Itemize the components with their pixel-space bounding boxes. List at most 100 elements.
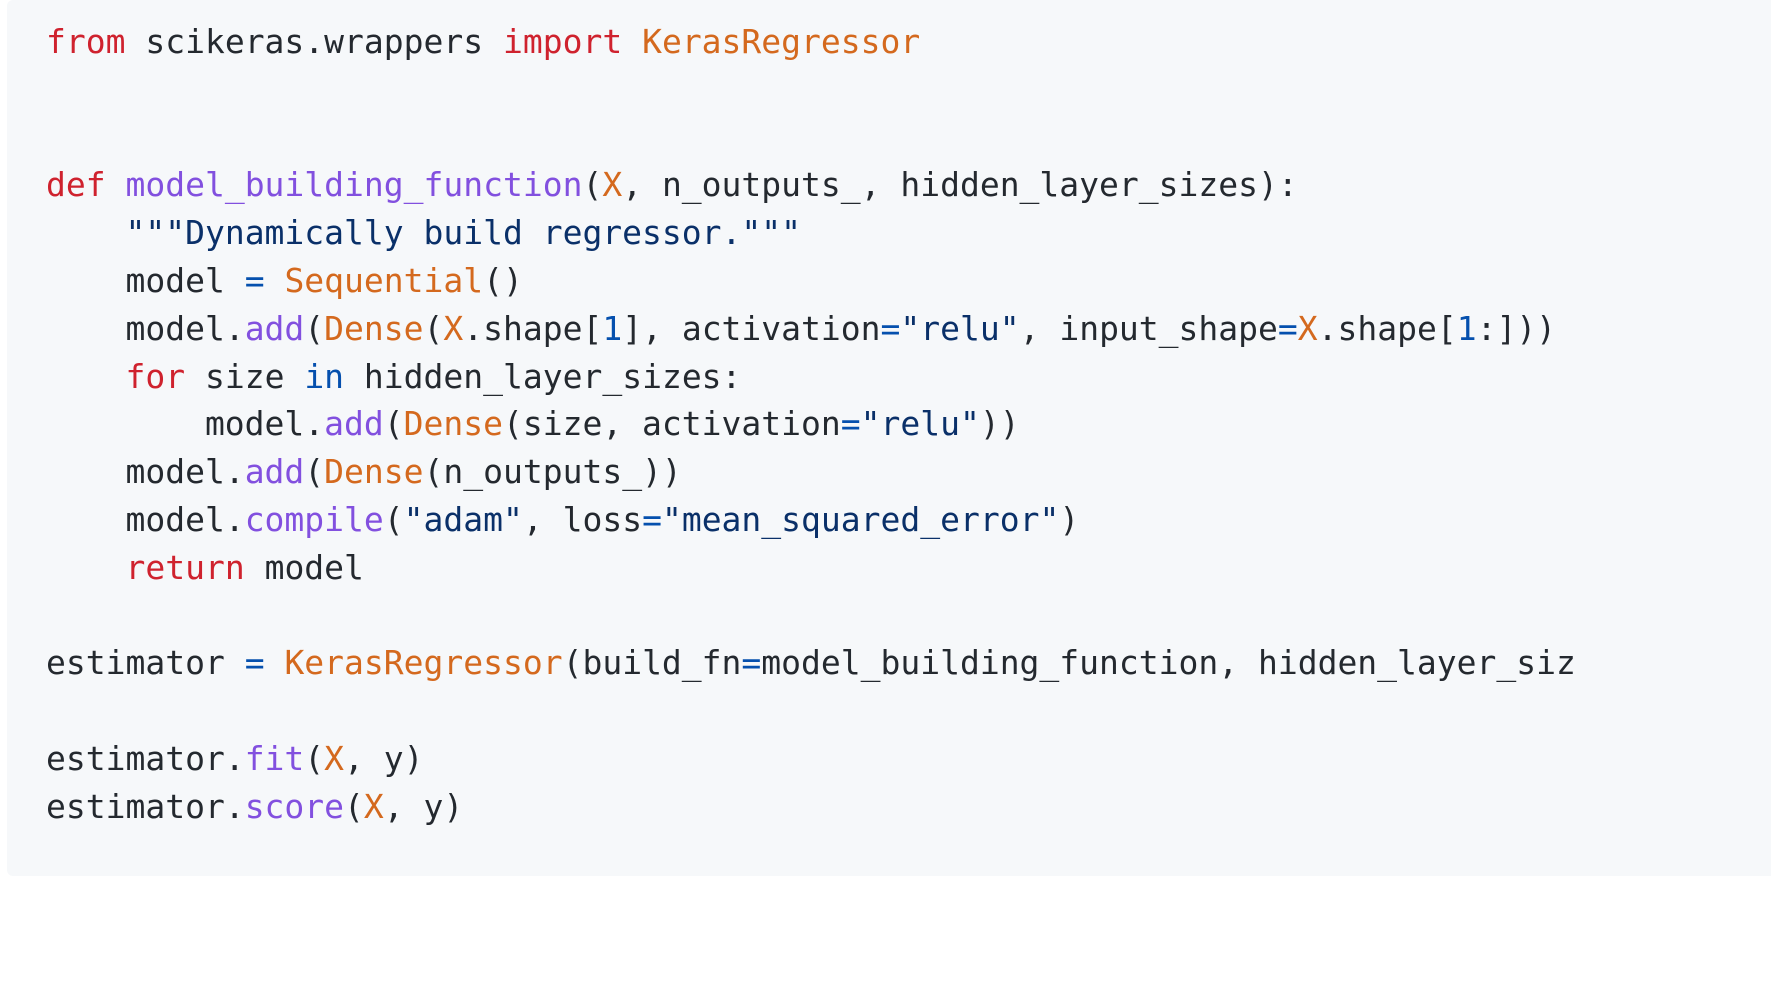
code-token: :])) [1476,308,1557,348]
code-token: = [880,308,901,348]
code-token: "relu" [900,308,1020,348]
code-line [46,114,1576,162]
code-token: = [1277,308,1298,348]
code-token: ( [383,499,404,539]
code-token: model [46,260,245,300]
code-token: ( [582,165,603,205]
code-token: = [244,643,265,683]
code-token: add [324,404,384,444]
code-token: (size, activation [502,404,841,444]
code-line: model = Sequential() [46,257,1576,305]
code-token: ( [423,308,444,348]
code-token: add [244,452,305,492]
code-line: estimator.fit(X, y) [46,735,1576,783]
code-token: X [363,786,384,826]
code-token: "adam" [403,499,523,539]
code-token [46,213,125,252]
code-token: estimator. [46,738,245,778]
code-token: for [125,356,186,396]
code-line: def model_building_function(X, n_outputs… [46,161,1576,209]
code-token: def [46,165,106,205]
code-token: ) [1059,499,1080,539]
code-token: size [185,356,305,396]
code-token: .shape[ [463,308,603,348]
code-token: Dense [324,308,424,348]
code-line: return model [46,544,1576,592]
code-token: model_building_function, hidden_layer_si… [761,643,1576,683]
code-token: X [443,308,464,348]
code-token: ( [304,308,325,348]
code-token: "relu" [860,404,980,444]
code-listing: from scikeras.wrappers import KerasRegre… [46,18,1576,831]
code-line: for size in hidden_layer_sizes: [46,353,1576,401]
code-token: Sequential [284,260,484,300]
code-token [46,548,125,587]
code-token: """Dynamically build regressor.""" [125,213,801,253]
code-token [265,261,285,300]
code-token: () [483,260,523,300]
code-token: model. [46,308,245,348]
code-token: ( [304,738,325,778]
code-token: ( [344,786,364,826]
code-line: model.add(Dense(X.shape[1], activation="… [46,305,1576,353]
code-token: KerasRegressor [642,22,921,61]
code-token: = [840,404,861,444]
code-line: estimator = KerasRegressor(build_fn=mode… [46,639,1576,687]
code-token: model. [46,404,325,444]
code-token: (n_outputs_)) [423,452,682,492]
code-token: .shape[ [1317,308,1457,348]
code-token: X [1297,308,1318,348]
code-token: model_building_function [125,165,583,205]
code-line: model.add(Dense(size, activation="relu")… [46,400,1576,448]
code-token: from [46,22,126,61]
code-token: Dense [324,452,424,492]
code-token: X [324,738,345,778]
code-token: model. [46,499,245,539]
code-token: (build_fn [562,643,742,683]
code-line [46,66,1576,114]
code-token: 1 [602,308,623,348]
code-token: = [244,260,265,300]
code-token: estimator [46,643,245,683]
code-token [106,165,126,204]
code-token: , y) [383,786,464,826]
code-token: compile [244,499,384,539]
code-line [46,592,1576,640]
code-line: from scikeras.wrappers import KerasRegre… [46,18,1576,66]
code-token: , input_shape [1019,308,1278,348]
code-token: ], activation [622,308,881,348]
code-token [265,643,285,682]
code-token: "mean_squared_error" [661,499,1060,539]
code-token: import [502,22,623,61]
code-token: add [244,308,305,348]
code-token: return [125,547,245,587]
code-token: )) [979,404,1020,444]
code-token: = [642,499,662,539]
code-token: Dense [403,404,503,444]
code-line: model.compile("adam", loss="mean_squared… [46,496,1576,544]
code-token: 1 [1456,308,1477,348]
code-block: from scikeras.wrappers import KerasRegre… [7,0,1771,876]
code-line [46,687,1576,735]
code-token [622,22,642,61]
code-line: model.add(Dense(n_outputs_)) [46,448,1576,496]
code-token: ( [304,452,325,492]
code-token: estimator. [46,786,245,826]
code-token: fit [244,738,305,778]
code-line: """Dynamically build regressor.""" [46,209,1576,257]
code-token: hidden_layer_sizes: [344,356,742,396]
code-token: X [602,165,623,205]
code-token: in [304,356,345,396]
code-token: KerasRegressor [284,643,563,683]
code-token: , loss [522,499,643,539]
code-token: ( [383,404,404,444]
code-token: , y) [344,738,424,778]
code-line: estimator.score(X, y) [46,783,1576,831]
code-token: = [741,643,762,683]
code-token: model. [46,452,245,492]
code-token: score [244,786,345,826]
code-token: scikeras.wrappers [125,22,503,61]
code-token: , n_outputs_, hidden_layer_sizes): [622,165,1298,205]
code-token: model [244,547,364,587]
code-token [46,357,125,396]
